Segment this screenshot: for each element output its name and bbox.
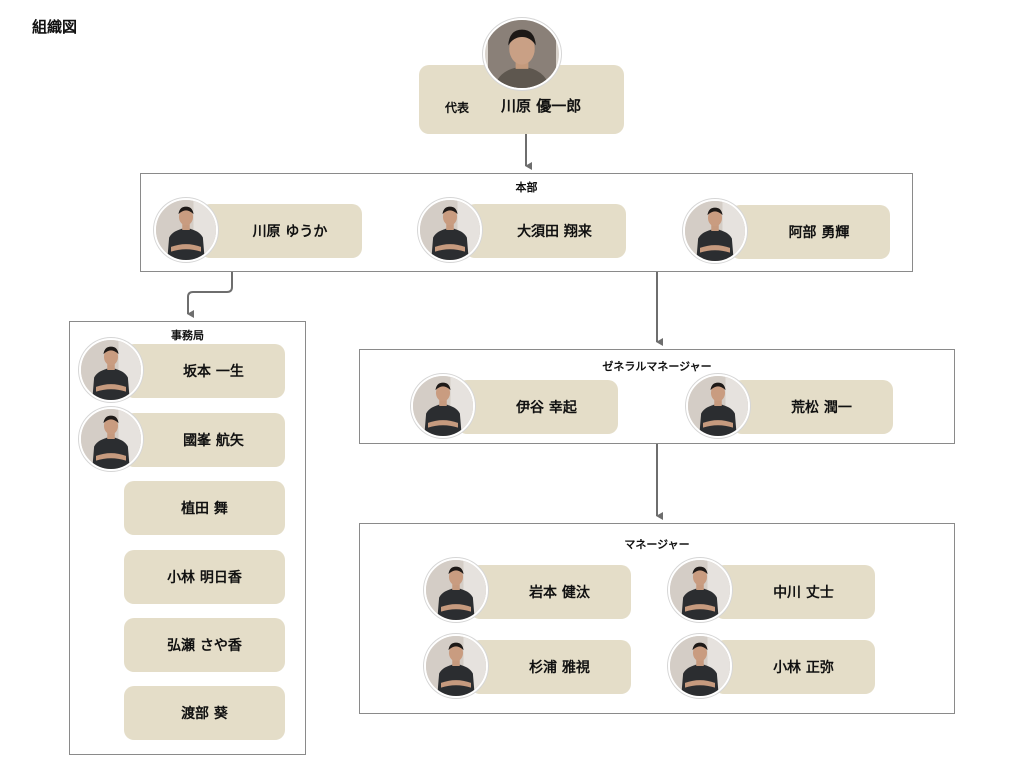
member-avatar	[683, 199, 747, 263]
member-card[interactable]: 渡部 葵	[124, 686, 285, 740]
member-name: 小林 明日香	[167, 570, 242, 586]
group-label-honbu: 本部	[515, 181, 538, 194]
member-card[interactable]: 坂本 一生	[124, 344, 285, 398]
ceo-role: 代表	[445, 101, 470, 115]
member-avatar	[668, 634, 732, 698]
member-name: 渡部 葵	[181, 706, 228, 722]
member-name: 植田 舞	[181, 501, 228, 517]
member-card[interactable]: 中川 丈士	[714, 565, 875, 619]
member-card[interactable]: 弘瀬 さや香	[124, 618, 285, 672]
member-avatar	[154, 198, 218, 262]
person-photo-icon	[670, 560, 730, 620]
person-photo-icon	[670, 636, 730, 696]
person-photo-icon	[485, 20, 559, 88]
member-avatar	[668, 558, 732, 622]
ceo-avatar	[483, 18, 561, 90]
ceo-name: 川原 優一郎	[501, 97, 582, 115]
member-name: 坂本 一生	[183, 364, 244, 380]
member-avatar	[411, 374, 475, 438]
member-avatar	[418, 198, 482, 262]
member-card[interactable]: 岩本 健汰	[470, 565, 631, 619]
member-avatar	[424, 634, 488, 698]
person-photo-icon	[81, 340, 141, 400]
person-photo-icon	[685, 201, 745, 261]
member-name: 荒松 潤一	[791, 400, 852, 416]
member-card[interactable]: 杉浦 雅視	[470, 640, 631, 694]
member-name: 阿部 勇輝	[788, 225, 850, 241]
member-card[interactable]: 伊谷 幸起	[457, 380, 618, 434]
member-avatar	[424, 558, 488, 622]
person-photo-icon	[413, 376, 473, 436]
member-card[interactable]: 小林 明日香	[124, 550, 285, 604]
page-title: 組織図	[32, 18, 78, 36]
connector-honbu-to-jimukyoku	[187, 272, 233, 318]
member-name: 小林 正弥	[773, 660, 834, 676]
member-name: 中川 丈士	[773, 585, 834, 601]
member-card[interactable]: 川原 ゆうか	[200, 204, 362, 258]
person-photo-icon	[426, 636, 486, 696]
person-photo-icon	[420, 200, 480, 260]
member-name: 弘瀬 さや香	[167, 638, 242, 654]
person-photo-icon	[426, 560, 486, 620]
member-card[interactable]: 大須田 翔来	[465, 204, 626, 258]
member-avatar	[79, 338, 143, 402]
member-name: 大須田 翔来	[517, 224, 592, 240]
person-photo-icon	[81, 409, 141, 469]
group-label-general-manager: ゼネラルマネージャー	[602, 360, 712, 373]
group-label-manager: マネージャー	[624, 538, 690, 551]
member-card[interactable]: 植田 舞	[124, 481, 285, 535]
member-card[interactable]: 小林 正弥	[714, 640, 875, 694]
member-card[interactable]: 阿部 勇輝	[730, 205, 890, 259]
member-name: 伊谷 幸起	[516, 400, 577, 416]
member-avatar	[686, 374, 750, 438]
member-name: 杉浦 雅視	[529, 660, 590, 676]
member-card[interactable]: 國峯 航矢	[124, 413, 285, 467]
person-photo-icon	[688, 376, 748, 436]
member-avatar	[79, 407, 143, 471]
group-label-jimukyoku: 事務局	[171, 329, 204, 342]
member-name: 國峯 航矢	[183, 433, 244, 449]
member-card[interactable]: 荒松 潤一	[732, 380, 893, 434]
member-name: 川原 ゆうか	[252, 224, 328, 240]
member-name: 岩本 健汰	[529, 585, 590, 601]
person-photo-icon	[156, 200, 216, 260]
